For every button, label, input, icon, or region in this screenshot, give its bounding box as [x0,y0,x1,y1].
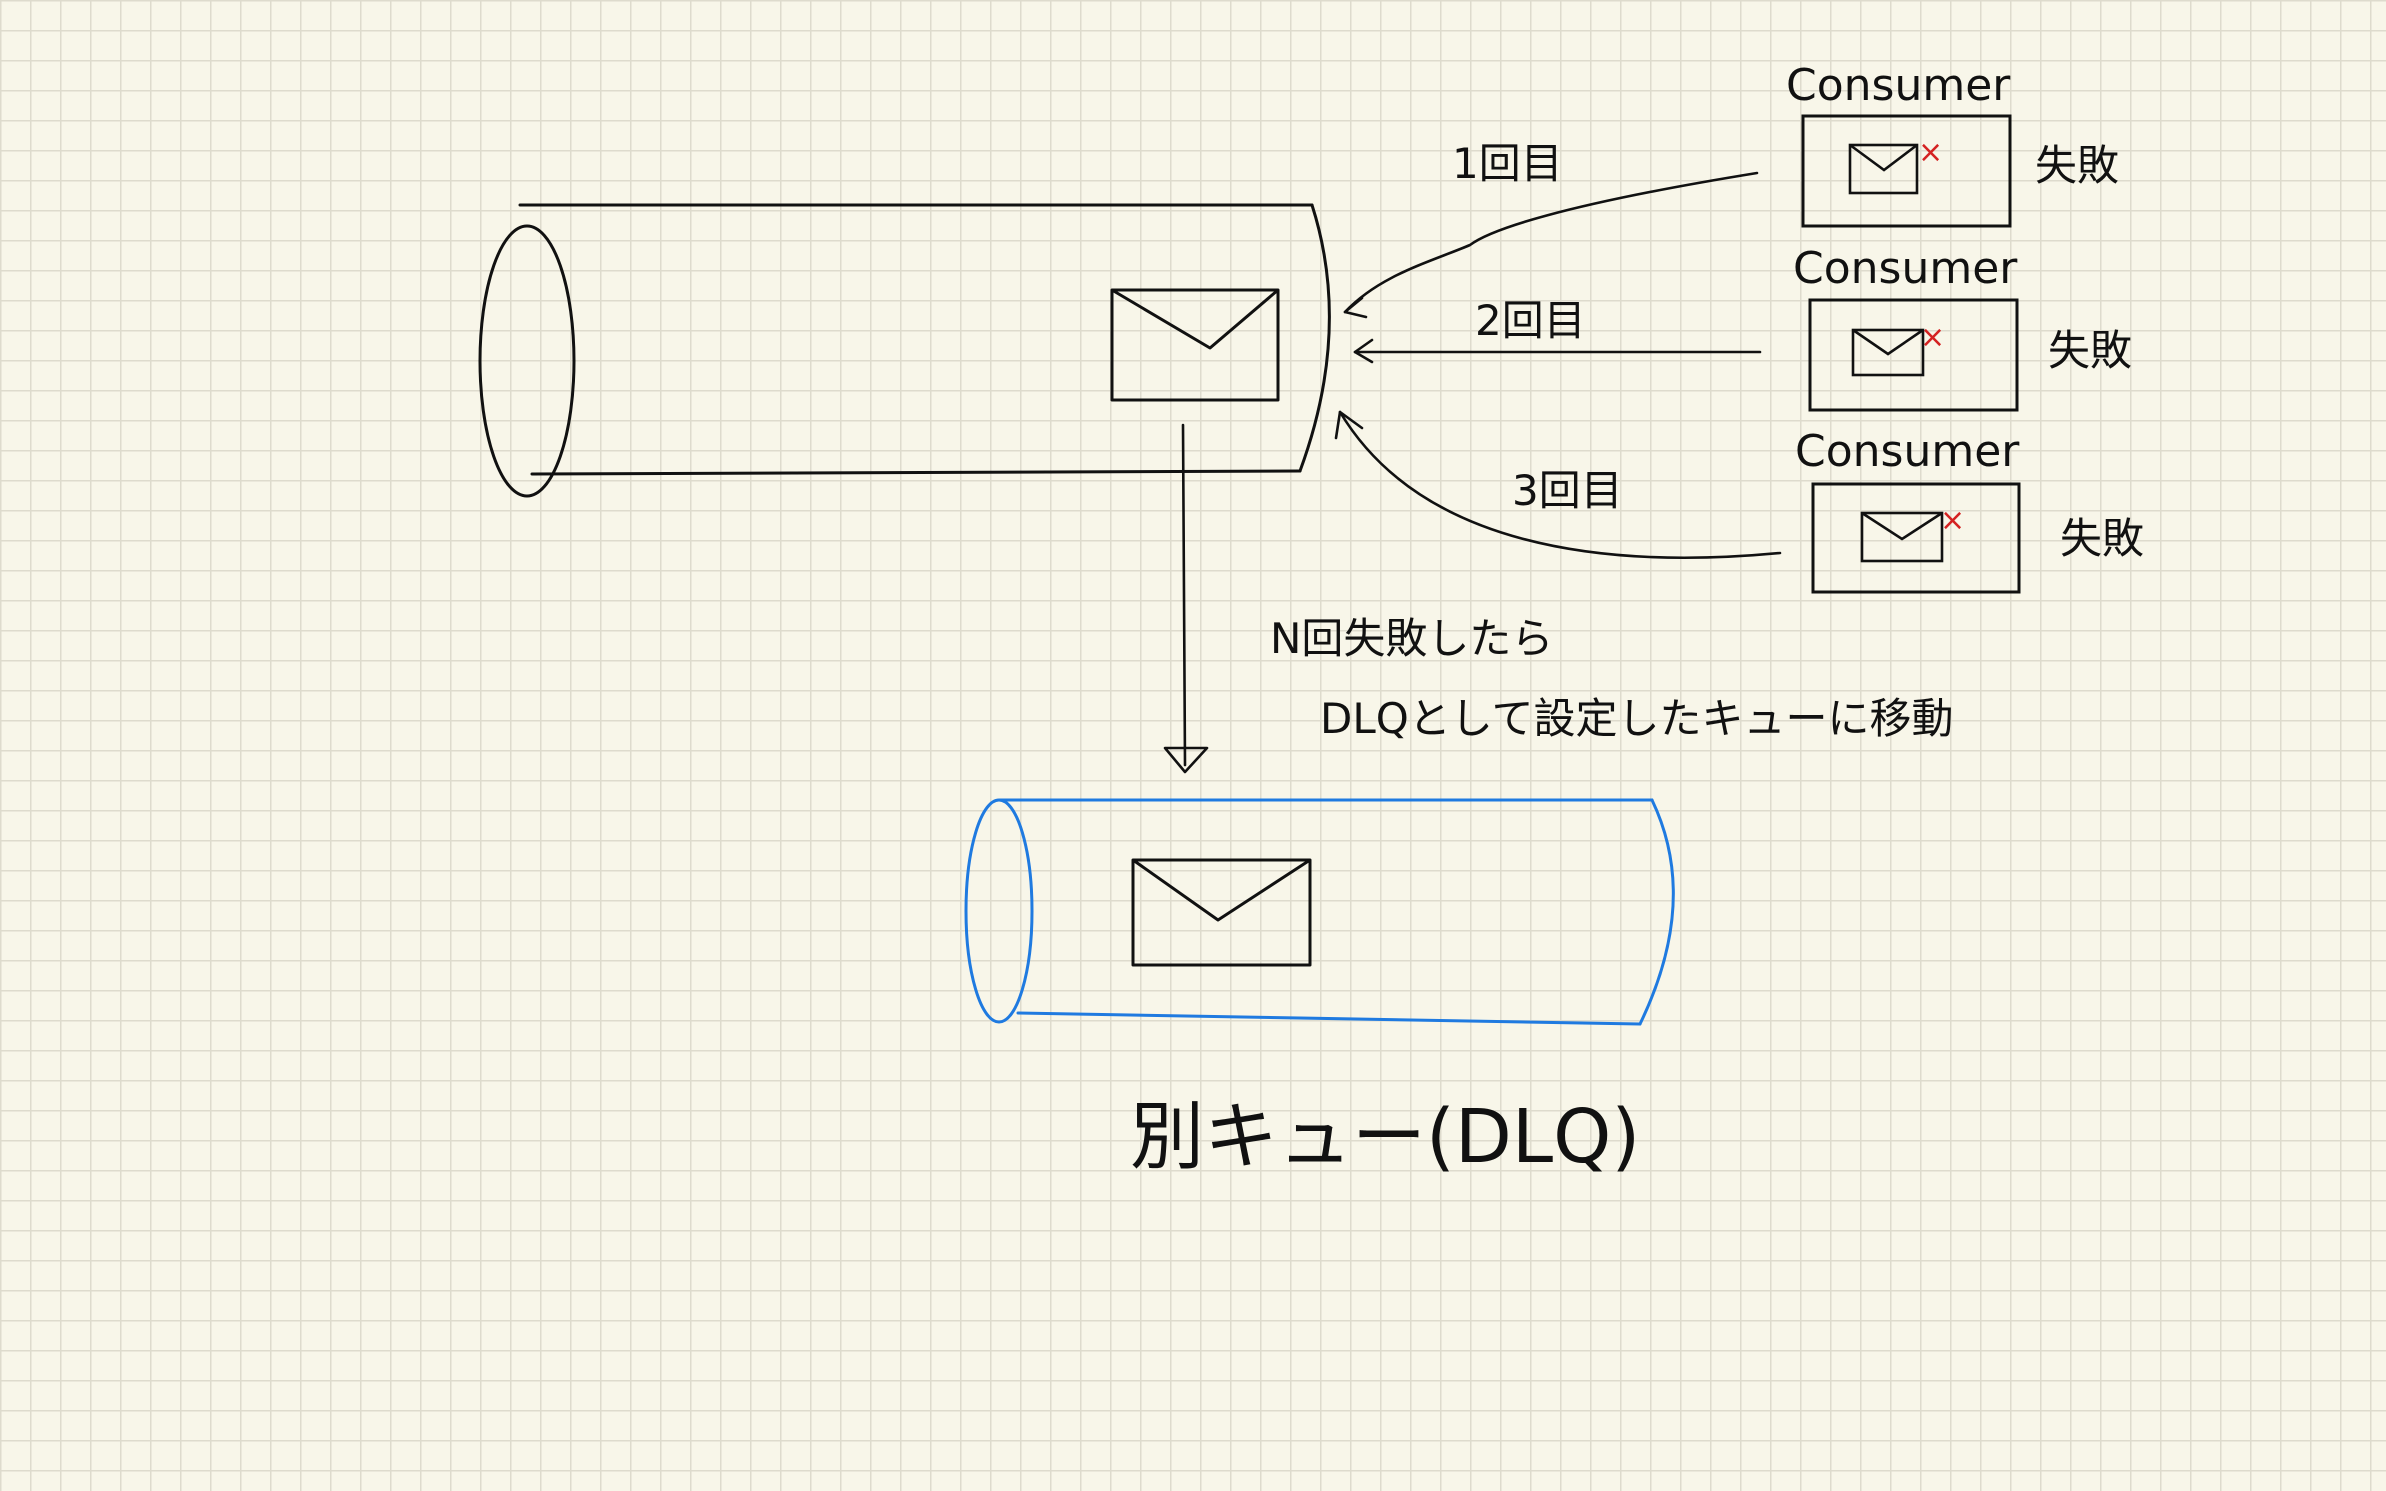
cross-mark-icon: × [1920,320,1945,355]
note-line-1: N回失敗したら [1270,614,1553,663]
envelope-icon [1860,511,1944,563]
dlq-back-curve [1638,798,1675,1026]
envelope-icon [1131,858,1312,967]
retry-arrow-1 [1343,171,1759,314]
consumer-label: Consumer [1793,243,2018,294]
main-queue-front-ellipse [478,224,576,498]
consumer-1: Consumer × 失敗 [1786,60,2119,228]
consumer-3: Consumer × 失敗 [1795,426,2144,594]
note-line-2: DLQとして設定したキューに移動 [1320,694,1954,743]
failure-label: 失敗 [2048,326,2132,375]
envelope-icon [1848,143,1919,195]
retry-arrow-3 [1338,410,1782,560]
attempt-label-1: 1回目 [1452,139,1563,188]
arrow-icon [1163,746,1209,774]
retry-arrows [1334,171,1782,560]
arrow-icon [1334,410,1364,440]
move-to-dlq-arrow [1163,423,1209,774]
dlq-bottom-edge [1016,1011,1642,1026]
consumer-label: Consumer [1786,60,2011,111]
envelope-icon [1851,328,1925,377]
cross-mark-icon: × [1918,135,1943,170]
main-queue-back-curve [1298,203,1331,473]
cross-mark-icon: × [1940,503,1965,538]
consumer-label: Consumer [1795,426,2020,477]
main-queue-bottom-edge [530,469,1302,476]
consumer-box [1801,114,2012,228]
failure-label: 失敗 [2060,514,2144,563]
arrow-icon [1353,338,1374,364]
arrow-icon [1343,296,1368,319]
failure-label: 失敗 [2035,141,2119,190]
consumer-2: Consumer × 失敗 [1793,243,2132,412]
attempt-label-2: 2回目 [1475,296,1586,345]
envelope-icon [1110,288,1280,402]
consumer-box [1811,482,2021,594]
main-queue [478,203,1331,498]
attempt-label-3: 3回目 [1512,466,1623,515]
dlq-label: 別キュー(DLQ) [1130,1094,1640,1180]
dlq-front-ellipse [964,798,1034,1024]
dlq-queue [964,798,1675,1026]
consumer-box [1808,298,2019,412]
